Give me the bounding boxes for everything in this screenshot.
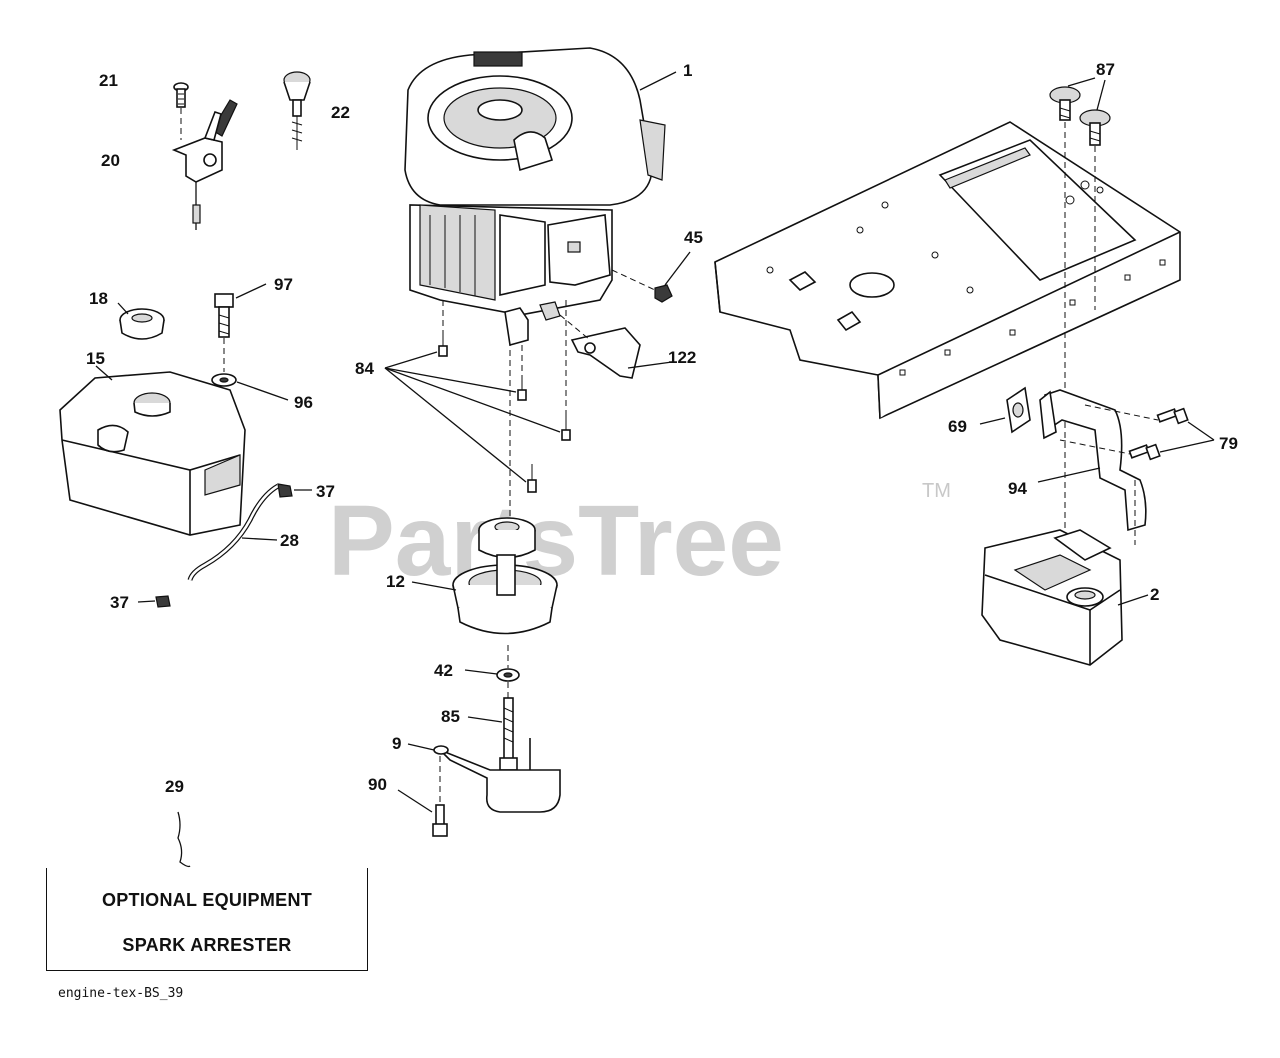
callout-21: 21 bbox=[99, 71, 118, 90]
part-94-exhaust-pipe bbox=[1037, 389, 1147, 532]
callout-labels: 1 2 9 12 15 18 20 21 22 28 29 37 37 42 4… bbox=[86, 60, 1238, 796]
part-15-fuel-tank bbox=[59, 365, 246, 536]
part-2-muffler bbox=[981, 480, 1149, 666]
part-87-knobs bbox=[1049, 77, 1111, 540]
callout-15: 15 bbox=[86, 349, 105, 368]
part-29-leader bbox=[177, 811, 191, 868]
part-85-bolt bbox=[467, 682, 518, 771]
callout-28: 28 bbox=[280, 531, 299, 550]
callout-69: 69 bbox=[948, 417, 967, 436]
part-22-choke-knob bbox=[283, 71, 311, 150]
part-9-belt-guide bbox=[407, 738, 561, 813]
callout-45: 45 bbox=[684, 228, 703, 247]
part-37-clamp-upper bbox=[277, 483, 312, 498]
part-37-clamp-lower bbox=[137, 595, 171, 608]
part-90-bolt bbox=[397, 756, 448, 837]
callout-85: 85 bbox=[441, 707, 460, 726]
part-20-throttle-bracket bbox=[171, 99, 238, 230]
part-96-washer bbox=[211, 373, 289, 440]
callout-42: 42 bbox=[434, 661, 453, 680]
callout-90: 90 bbox=[368, 775, 387, 794]
callout-37-upper: 37 bbox=[316, 482, 335, 501]
callout-29: 29 bbox=[165, 777, 184, 796]
part-69-gasket bbox=[979, 386, 1031, 434]
part-122-shield bbox=[539, 301, 673, 379]
callout-9: 9 bbox=[392, 734, 401, 753]
watermark-text: PartsTree bbox=[328, 485, 784, 597]
part-84-bolts bbox=[384, 300, 571, 493]
callout-20: 20 bbox=[101, 151, 120, 170]
callout-12: 12 bbox=[386, 572, 405, 591]
part-1-engine bbox=[404, 47, 666, 316]
callout-18: 18 bbox=[89, 289, 108, 308]
callout-37-lower: 37 bbox=[110, 593, 129, 612]
watermark-trademark: TM bbox=[922, 480, 951, 502]
part-12-pulley bbox=[411, 517, 558, 635]
callout-22: 22 bbox=[331, 103, 350, 122]
callout-79: 79 bbox=[1219, 434, 1238, 453]
chassis-frame bbox=[714, 121, 1181, 420]
callout-97: 97 bbox=[274, 275, 293, 294]
spark-arrester-label: SPARK ARRESTER bbox=[122, 935, 292, 955]
part-79-bolts bbox=[1059, 404, 1215, 461]
callout-96: 96 bbox=[294, 393, 313, 412]
part-28-fuel-line bbox=[187, 483, 280, 581]
callout-87: 87 bbox=[1096, 60, 1115, 79]
callout-84: 84 bbox=[355, 359, 374, 378]
callout-122: 122 bbox=[668, 348, 696, 367]
part-42-washer bbox=[464, 645, 520, 682]
callout-1: 1 bbox=[683, 61, 692, 80]
part-18-fuel-cap bbox=[117, 302, 165, 340]
optional-equipment-label: OPTIONAL EQUIPMENT bbox=[101, 890, 313, 910]
optional-equipment-box: OPTIONAL EQUIPMENT SPARK ARRESTER bbox=[46, 868, 368, 971]
callout-94: 94 bbox=[1008, 479, 1027, 498]
diagram-code: engine-tex-BS_39 bbox=[58, 986, 184, 1001]
part-21-screw bbox=[173, 82, 189, 140]
part-45-nut bbox=[611, 251, 691, 303]
part-97-bolt bbox=[214, 283, 267, 372]
callout-2: 2 bbox=[1150, 585, 1159, 604]
